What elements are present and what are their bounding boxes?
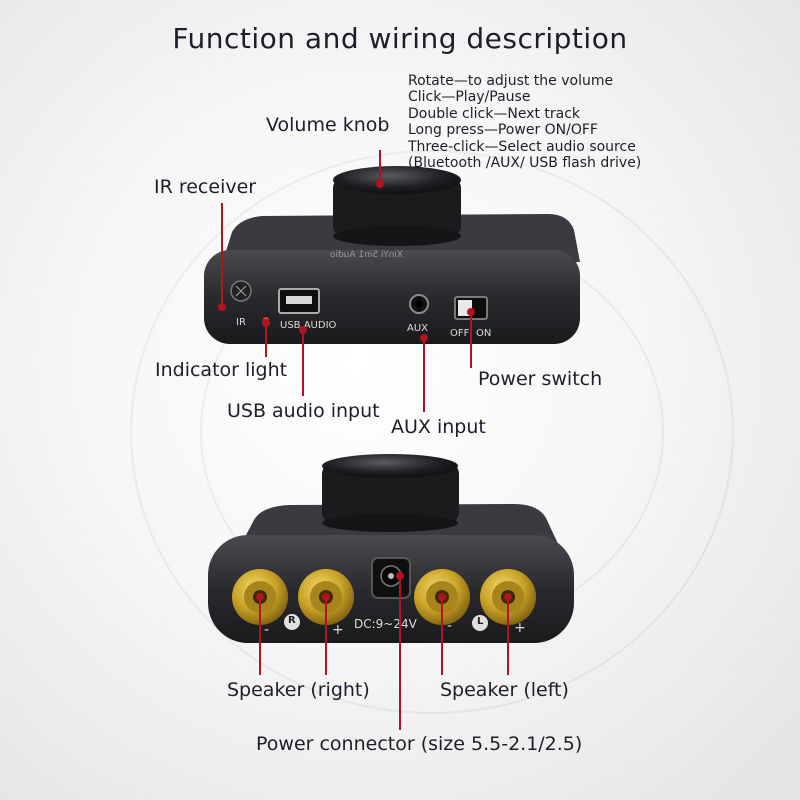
knob-description-line: Double click—Next track <box>408 105 581 122</box>
callout-dot-usb <box>299 326 307 334</box>
callout-line-ir <box>221 203 223 307</box>
callout-line-speaker-left-1 <box>441 597 443 675</box>
callout-line-power-switch <box>470 312 472 368</box>
dc-power-jack[interactable] <box>371 557 411 599</box>
on-text: ON <box>476 328 492 339</box>
usb-audio-text: USB AUDIO <box>280 320 337 331</box>
knob-description-line: Three-click—Select audio source <box>408 138 636 155</box>
callout-dot-speaker-left-1 <box>438 593 446 601</box>
knob-description: Rotate—to adjust the volume Click—Play/P… <box>408 73 641 171</box>
label-power-connector: Power connector (size 5.5-2.1/2.5) <box>256 733 583 755</box>
callout-line-indicator <box>265 323 267 357</box>
callout-dot-ir <box>218 303 226 311</box>
callout-line-aux <box>423 338 425 412</box>
label-speaker-left: Speaker (left) <box>440 679 569 701</box>
label-power-switch: Power switch <box>478 368 603 390</box>
left-channel-badge <box>472 615 488 631</box>
volume-knob-side <box>333 178 461 236</box>
dc-voltage-text: DC:9~24V <box>354 617 417 631</box>
callout-line-speaker-right-2 <box>325 597 327 675</box>
background-ring-outer <box>130 150 734 714</box>
label-usb-audio-input: USB audio input <box>227 400 380 422</box>
rear-knob-side <box>322 462 459 524</box>
label-indicator-light: Indicator light <box>155 359 288 381</box>
off-text: OFF <box>450 328 470 339</box>
aux-text: AUX <box>407 323 429 334</box>
knob-description-line: Long press—Power ON/OFF <box>408 122 598 139</box>
label-ir-receiver: IR receiver <box>154 176 257 198</box>
plus-left-text: + <box>514 620 526 636</box>
callout-line-volume-knob <box>379 150 381 184</box>
volume-knob-base <box>333 226 461 246</box>
plus-right-text: + <box>332 622 344 638</box>
ir-text: IR <box>236 317 246 328</box>
callout-dot-power-switch <box>467 308 475 316</box>
label-volume-knob: Volume knob <box>266 114 390 136</box>
callout-line-speaker-right-1 <box>259 597 261 675</box>
volume-knob[interactable] <box>333 166 461 194</box>
callout-dot-volume-knob <box>376 180 384 188</box>
callout-dot-power-connector <box>396 572 404 580</box>
minus-right-text: - <box>264 622 270 638</box>
callout-dot-indicator <box>262 319 270 327</box>
callout-line-speaker-left-2 <box>507 597 509 675</box>
front-device-face <box>204 250 580 344</box>
knob-description-line: (Bluetooth /AUX/ USB flash drive) <box>408 155 642 172</box>
callout-line-power-connector <box>399 576 401 730</box>
callout-dot-speaker-right-1 <box>256 593 264 601</box>
knob-description-line: Click—Play/Pause <box>408 89 531 106</box>
callout-dot-aux <box>420 334 428 342</box>
rear-knob <box>322 454 458 478</box>
label-speaker-right: Speaker (right) <box>227 679 370 701</box>
callout-dot-speaker-left-2 <box>504 593 512 601</box>
callout-line-usb <box>302 330 304 396</box>
callout-dot-speaker-right-2 <box>322 593 330 601</box>
page-title: Function and wiring description <box>172 22 628 55</box>
label-aux-input: AUX input <box>391 416 486 438</box>
brand-text: XinYi 5in1 Audio <box>330 250 404 260</box>
minus-left-text: - <box>447 618 453 634</box>
right-channel-badge <box>284 614 300 630</box>
knob-description-line: Rotate—to adjust the volume <box>408 73 614 89</box>
l-badge-text: L <box>477 616 484 627</box>
r-badge-text: R <box>288 615 296 626</box>
